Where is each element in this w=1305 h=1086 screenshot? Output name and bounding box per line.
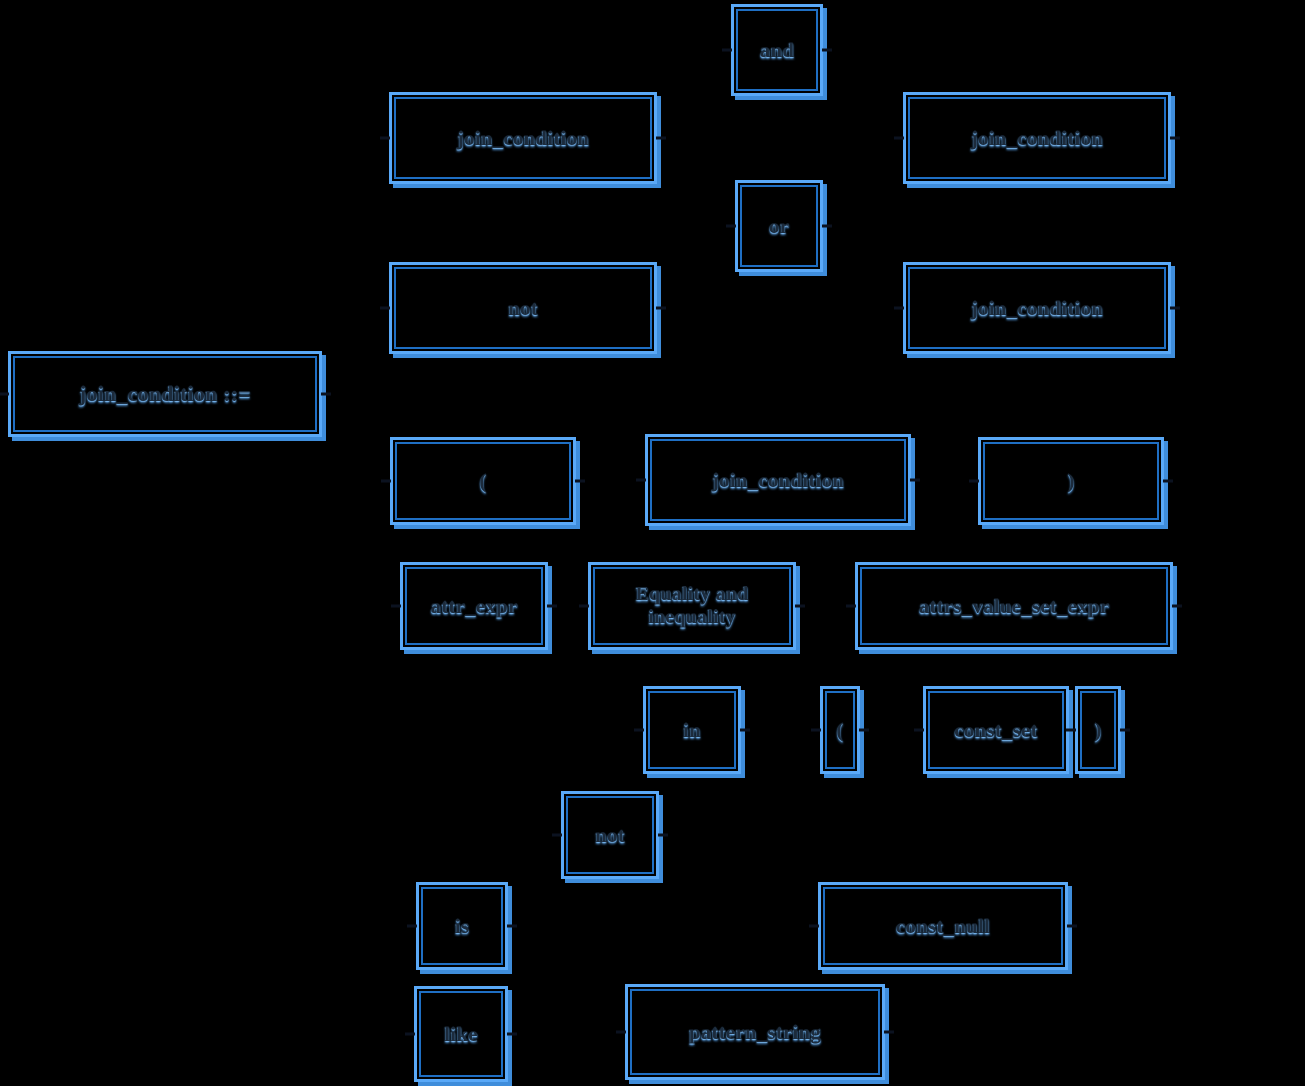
connector-left — [726, 224, 736, 228]
connector-left — [722, 48, 732, 52]
node-label-paren-close-1: ) — [1067, 468, 1075, 493]
node-not-1[interactable]: not — [380, 262, 666, 354]
node-label-join-cond-right-2: join_condition — [970, 295, 1104, 320]
node-join-cond-right-2[interactable]: join_condition — [894, 262, 1180, 354]
connector-right — [884, 1030, 894, 1034]
node-const-null[interactable]: const_null — [809, 882, 1077, 970]
connector-left — [636, 478, 646, 482]
node-paren-close-2[interactable]: ) — [1066, 686, 1130, 774]
connector-right — [1067, 924, 1077, 928]
node-label-or: or — [768, 213, 790, 238]
connector-left — [405, 1032, 415, 1036]
connector-left — [969, 479, 979, 483]
node-join-cond-mid[interactable]: join_condition — [636, 434, 920, 526]
connector-right — [1170, 306, 1180, 310]
node-label-pattern-string: pattern_string — [688, 1019, 822, 1044]
connector-left — [1066, 728, 1076, 732]
connector-right — [547, 604, 557, 608]
node-label-attr-expr: attr_expr — [430, 593, 518, 618]
node-join-cond-left-1[interactable]: join_condition — [380, 92, 666, 184]
connector-right — [1170, 136, 1180, 140]
node-label-attrs-value-set: attrs_value_set_expr — [918, 593, 1110, 618]
node-label-is: is — [454, 913, 470, 938]
connector-right — [656, 306, 666, 310]
node-label-rule-root: join_condition ::= — [79, 381, 251, 407]
node-in[interactable]: in — [634, 686, 750, 774]
connector-left — [0, 392, 9, 396]
node-paren-close-1[interactable]: ) — [969, 437, 1173, 525]
node-join-cond-right-1[interactable]: join_condition — [894, 92, 1180, 184]
connector-right — [507, 1032, 517, 1036]
node-is[interactable]: is — [407, 882, 517, 970]
node-rule-root[interactable]: join_condition ::= — [0, 351, 331, 437]
node-label-not-1: not — [508, 295, 538, 320]
node-label-paren-open-1: ( — [479, 468, 487, 493]
connector-left — [846, 604, 856, 608]
connector-left — [579, 604, 589, 608]
node-const-set[interactable]: const_set — [914, 686, 1078, 774]
connector-left — [407, 924, 417, 928]
connector-left — [552, 833, 562, 837]
node-label-join-cond-right-1: join_condition — [970, 125, 1104, 150]
node-label-in: in — [683, 717, 701, 742]
node-label-join-cond-mid: join_condition — [711, 467, 845, 492]
connector-left — [380, 136, 390, 140]
node-and[interactable]: and — [722, 4, 832, 96]
node-label-join-cond-left-1: join_condition — [456, 125, 590, 150]
node-label-paren-open-2: ( — [836, 717, 844, 742]
connector-left — [634, 728, 644, 732]
node-attrs-value-set[interactable]: attrs_value_set_expr — [846, 562, 1182, 650]
connector-left — [809, 924, 819, 928]
connector-right — [1163, 479, 1173, 483]
node-label-const-null: const_null — [895, 913, 991, 938]
node-label-and: and — [759, 37, 795, 62]
node-label-const-set: const_set — [954, 717, 1038, 742]
connector-right — [822, 224, 832, 228]
connector-right — [658, 833, 668, 837]
connector-left — [914, 728, 924, 732]
connector-left — [811, 728, 821, 732]
connector-right — [795, 604, 805, 608]
node-pattern-string[interactable]: pattern_string — [616, 984, 894, 1080]
connector-right — [910, 478, 920, 482]
connector-right — [321, 392, 331, 396]
node-like[interactable]: like — [405, 986, 517, 1082]
connector-left — [894, 306, 904, 310]
connector-right — [507, 924, 517, 928]
connector-left — [391, 604, 401, 608]
connector-right — [859, 728, 869, 732]
connector-left — [381, 479, 391, 483]
node-paren-open-1[interactable]: ( — [381, 437, 585, 525]
connector-right — [740, 728, 750, 732]
node-label-paren-close-2: ) — [1094, 717, 1102, 742]
node-label-like: like — [444, 1021, 478, 1046]
connector-right — [1120, 728, 1130, 732]
node-attr-expr[interactable]: attr_expr — [391, 562, 557, 650]
node-label-equality: Equality and inequality — [635, 583, 749, 628]
connector-left — [616, 1030, 626, 1034]
connector-left — [380, 306, 390, 310]
node-paren-open-2[interactable]: ( — [811, 686, 869, 774]
connector-right — [575, 479, 585, 483]
connector-left — [894, 136, 904, 140]
connector-right — [656, 136, 666, 140]
connector-right — [822, 48, 832, 52]
connector-right — [1172, 604, 1182, 608]
node-equality[interactable]: Equality and inequality — [579, 562, 805, 650]
node-label-not-2: not — [595, 822, 625, 847]
node-not-2[interactable]: not — [552, 791, 668, 879]
node-or[interactable]: or — [726, 180, 832, 272]
